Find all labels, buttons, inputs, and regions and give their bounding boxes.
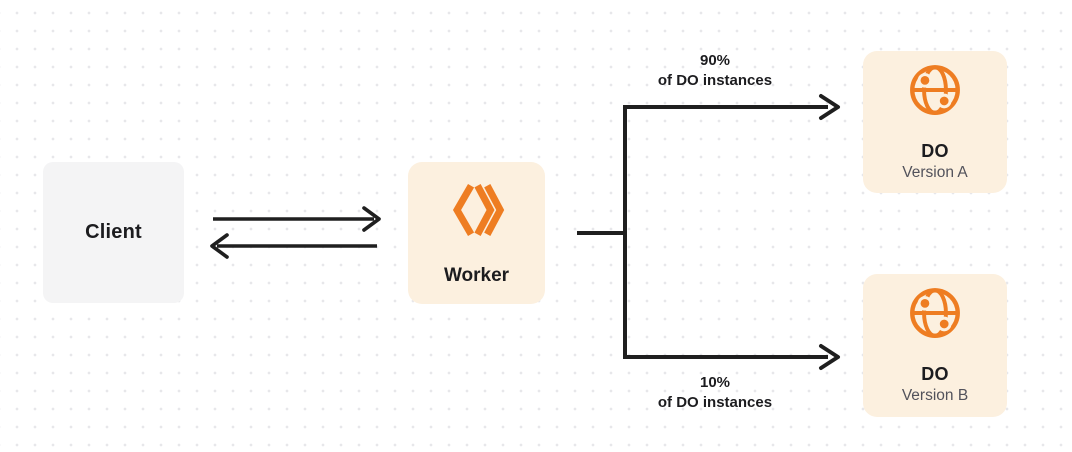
branch-arrow-bottom bbox=[623, 231, 840, 370]
do-a-version-label: Version A bbox=[902, 164, 968, 181]
client-node: Client bbox=[43, 162, 184, 303]
workers-logo-icon bbox=[452, 183, 504, 237]
do-a-label: DO bbox=[921, 141, 949, 161]
do-b-version-label: Version B bbox=[901, 387, 969, 404]
do-b-label: DO bbox=[921, 364, 949, 384]
bottom-branch-caption: of DO instances bbox=[657, 394, 773, 411]
worker-node: Worker bbox=[408, 162, 545, 304]
bottom-branch-percent: 10% bbox=[699, 374, 731, 391]
client-label: Client bbox=[85, 221, 142, 243]
top-branch-label: 90% of DO instances bbox=[615, 51, 815, 91]
worker-to-client-arrow bbox=[210, 233, 377, 259]
do-version-b-node: DO Version B bbox=[863, 274, 1007, 417]
do-version-a-node: DO Version A bbox=[863, 51, 1007, 193]
top-branch-percent: 90% bbox=[699, 52, 731, 69]
globe-icon bbox=[910, 65, 960, 115]
bottom-branch-label: 10% of DO instances bbox=[615, 373, 815, 413]
worker-label: Worker bbox=[443, 265, 510, 286]
branch-arrow-top bbox=[623, 94, 840, 235]
top-branch-caption: of DO instances bbox=[657, 72, 773, 89]
globe-icon bbox=[910, 288, 960, 338]
client-to-worker-arrow bbox=[213, 206, 381, 232]
